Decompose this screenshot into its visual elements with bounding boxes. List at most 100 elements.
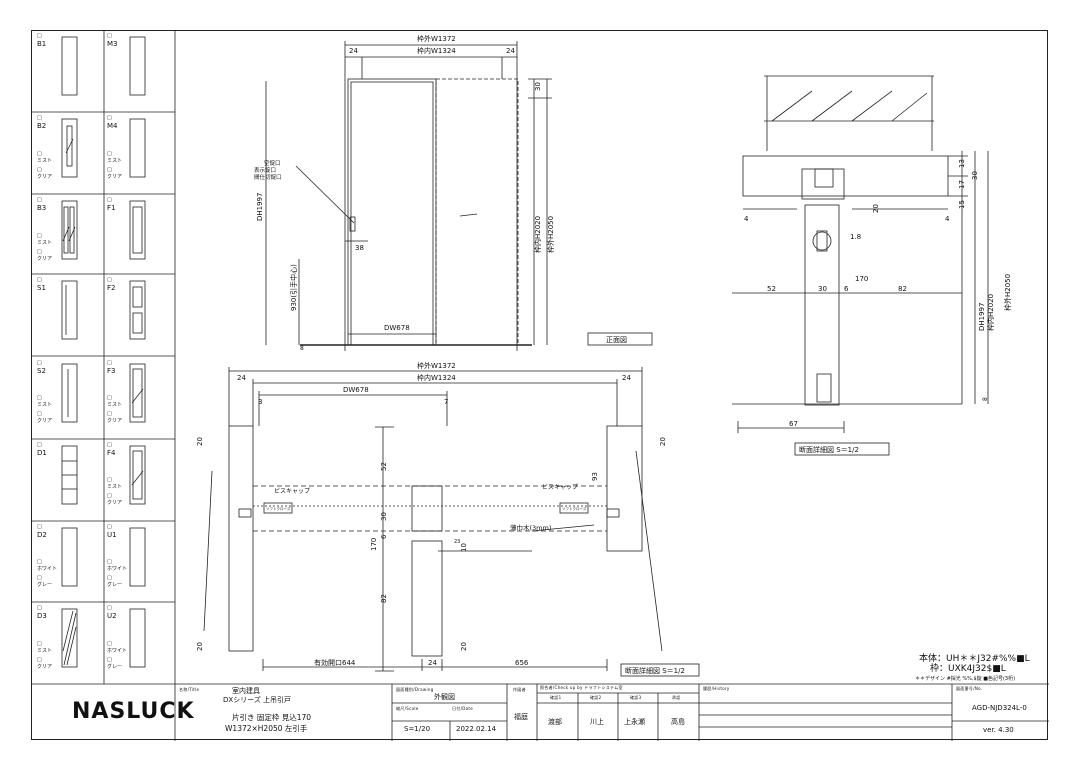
svg-text:□: □ bbox=[37, 559, 42, 565]
svg-text:30: 30 bbox=[534, 82, 542, 91]
svg-text:ソフトクローズ: ソフトクローズ bbox=[562, 506, 587, 511]
svg-text:□: □ bbox=[37, 233, 42, 239]
name-line1: 室内建具 bbox=[232, 687, 260, 695]
palette-code: S2 bbox=[37, 367, 46, 375]
palette-label: クリア bbox=[37, 664, 52, 670]
svg-text:170: 170 bbox=[370, 538, 378, 551]
author-value: 福庭 bbox=[514, 713, 528, 721]
svg-text:□: □ bbox=[37, 657, 42, 663]
svg-text:30: 30 bbox=[818, 285, 827, 293]
palette-label: クリア bbox=[107, 174, 122, 180]
spec-body: 本体：UH＊＊J32#%%■L bbox=[919, 652, 1030, 664]
svg-text:DH1997: DH1997 bbox=[256, 193, 264, 221]
palette-label: クリア bbox=[107, 418, 122, 424]
svg-text:□: □ bbox=[37, 524, 42, 530]
svg-text:□: □ bbox=[37, 411, 42, 417]
svg-text:□: □ bbox=[107, 411, 112, 417]
svg-text:6: 6 bbox=[844, 285, 849, 293]
svg-text:有効開口644: 有効開口644 bbox=[314, 658, 356, 667]
svg-text:枠内W1324: 枠内W1324 bbox=[417, 373, 456, 382]
svg-text:67: 67 bbox=[789, 420, 798, 428]
palette-label: ミスト bbox=[107, 402, 122, 408]
svg-text:□: □ bbox=[107, 657, 112, 663]
palette-code: D2 bbox=[37, 531, 47, 539]
svg-text:□: □ bbox=[107, 559, 112, 565]
svg-text:8: 8 bbox=[300, 345, 304, 352]
palette-code: D1 bbox=[37, 449, 47, 457]
svg-text:□: □ bbox=[37, 33, 42, 39]
svg-text:□: □ bbox=[107, 115, 112, 121]
palette-code: M4 bbox=[107, 122, 118, 130]
svg-text:薄巾木(3mm): 薄巾木(3mm) bbox=[510, 523, 551, 532]
name-line4: W1372×H2050 左引手 bbox=[225, 724, 308, 733]
svg-text:□: □ bbox=[37, 151, 42, 157]
svg-text:枠外H2050: 枠外H2050 bbox=[546, 216, 555, 253]
palette-code: B3 bbox=[37, 204, 46, 212]
svg-text:20: 20 bbox=[196, 437, 204, 446]
svg-text:□: □ bbox=[37, 575, 42, 581]
drawing-frame: □B1 □M3 □B2 □ミスト □クリア □M4 □ミスト □クリア □B3 … bbox=[31, 30, 1049, 741]
svg-text:DH1997: DH1997 bbox=[978, 303, 986, 331]
palette-label: ミスト bbox=[37, 402, 52, 408]
palette-code: D3 bbox=[37, 612, 47, 620]
palette-code: U1 bbox=[107, 531, 117, 539]
palette-label: クリア bbox=[37, 256, 52, 262]
svg-text:82: 82 bbox=[380, 594, 388, 603]
date-value: 2022.02.14 bbox=[456, 725, 497, 733]
svg-text:DW678: DW678 bbox=[384, 324, 410, 332]
palette-label: ホワイト bbox=[107, 648, 127, 654]
svg-text:枠内H2020: 枠内H2020 bbox=[533, 216, 542, 253]
svg-text:□: □ bbox=[37, 360, 42, 366]
svg-text:24: 24 bbox=[349, 47, 358, 55]
svg-text:20: 20 bbox=[872, 204, 880, 213]
scale-value: S=1/20 bbox=[404, 725, 431, 733]
svg-text:38: 38 bbox=[355, 244, 364, 252]
svg-text:枠外H2050: 枠外H2050 bbox=[1003, 274, 1012, 311]
svg-text:20: 20 bbox=[460, 642, 468, 651]
svg-text:枠内H2020: 枠内H2020 bbox=[986, 294, 995, 331]
svg-text:□: □ bbox=[37, 277, 42, 283]
svg-text:□: □ bbox=[37, 442, 42, 448]
svg-text:656: 656 bbox=[515, 659, 529, 667]
inner-width-label: 枠内W1324 bbox=[417, 46, 456, 55]
company-logo: NASLUCK bbox=[72, 699, 195, 724]
svg-text:170: 170 bbox=[855, 275, 868, 283]
checker-name: 渡部 bbox=[548, 718, 562, 726]
drawing-type: 外観図 bbox=[434, 693, 455, 701]
svg-text:20: 20 bbox=[659, 437, 667, 446]
svg-text:□: □ bbox=[107, 167, 112, 173]
svg-text:93: 93 bbox=[591, 472, 599, 481]
svg-text:ビスキャップ: ビスキャップ bbox=[274, 487, 310, 495]
svg-text:DW678: DW678 bbox=[343, 386, 369, 394]
svg-text:□: □ bbox=[107, 151, 112, 157]
svg-text:表示錠口: 表示錠口 bbox=[254, 166, 276, 174]
front-view-title: 正面図 bbox=[606, 336, 627, 344]
checker-name: 川上 bbox=[590, 718, 604, 726]
svg-text:□: □ bbox=[107, 524, 112, 530]
drawing-number: AGD-NJD324L-0 bbox=[972, 704, 1027, 712]
palette-label: ミスト bbox=[37, 240, 52, 246]
palette-label: クリア bbox=[107, 500, 122, 506]
svg-text:間仕切錠口: 間仕切錠口 bbox=[254, 173, 282, 181]
palette-label: グレー bbox=[107, 581, 122, 588]
svg-text:4: 4 bbox=[945, 215, 950, 223]
svg-text:□: □ bbox=[107, 575, 112, 581]
svg-text:3: 3 bbox=[258, 398, 262, 406]
spec-note: ＊＊デザイン #採光 %%,$錠 ■色記号(3桁) bbox=[915, 675, 1015, 682]
svg-text:□: □ bbox=[107, 197, 112, 203]
checker-name: 高島 bbox=[671, 718, 685, 726]
svg-text:52: 52 bbox=[380, 462, 388, 471]
palette-label: クリア bbox=[37, 418, 52, 424]
svg-text:□: □ bbox=[37, 197, 42, 203]
palette-code: F3 bbox=[107, 367, 115, 375]
svg-text:10: 10 bbox=[460, 543, 468, 552]
palette-label: ミスト bbox=[107, 484, 122, 490]
cad-drawing: □B1 □M3 □B2 □ミスト □クリア □M4 □ミスト □クリア □B3 … bbox=[32, 31, 1049, 741]
svg-text:□: □ bbox=[107, 605, 112, 611]
svg-text:52: 52 bbox=[767, 285, 776, 293]
svg-text:7: 7 bbox=[444, 398, 448, 406]
palette-code: F2 bbox=[107, 284, 115, 292]
svg-text:6: 6 bbox=[380, 534, 388, 539]
svg-text:□: □ bbox=[107, 33, 112, 39]
svg-text:□: □ bbox=[37, 605, 42, 611]
